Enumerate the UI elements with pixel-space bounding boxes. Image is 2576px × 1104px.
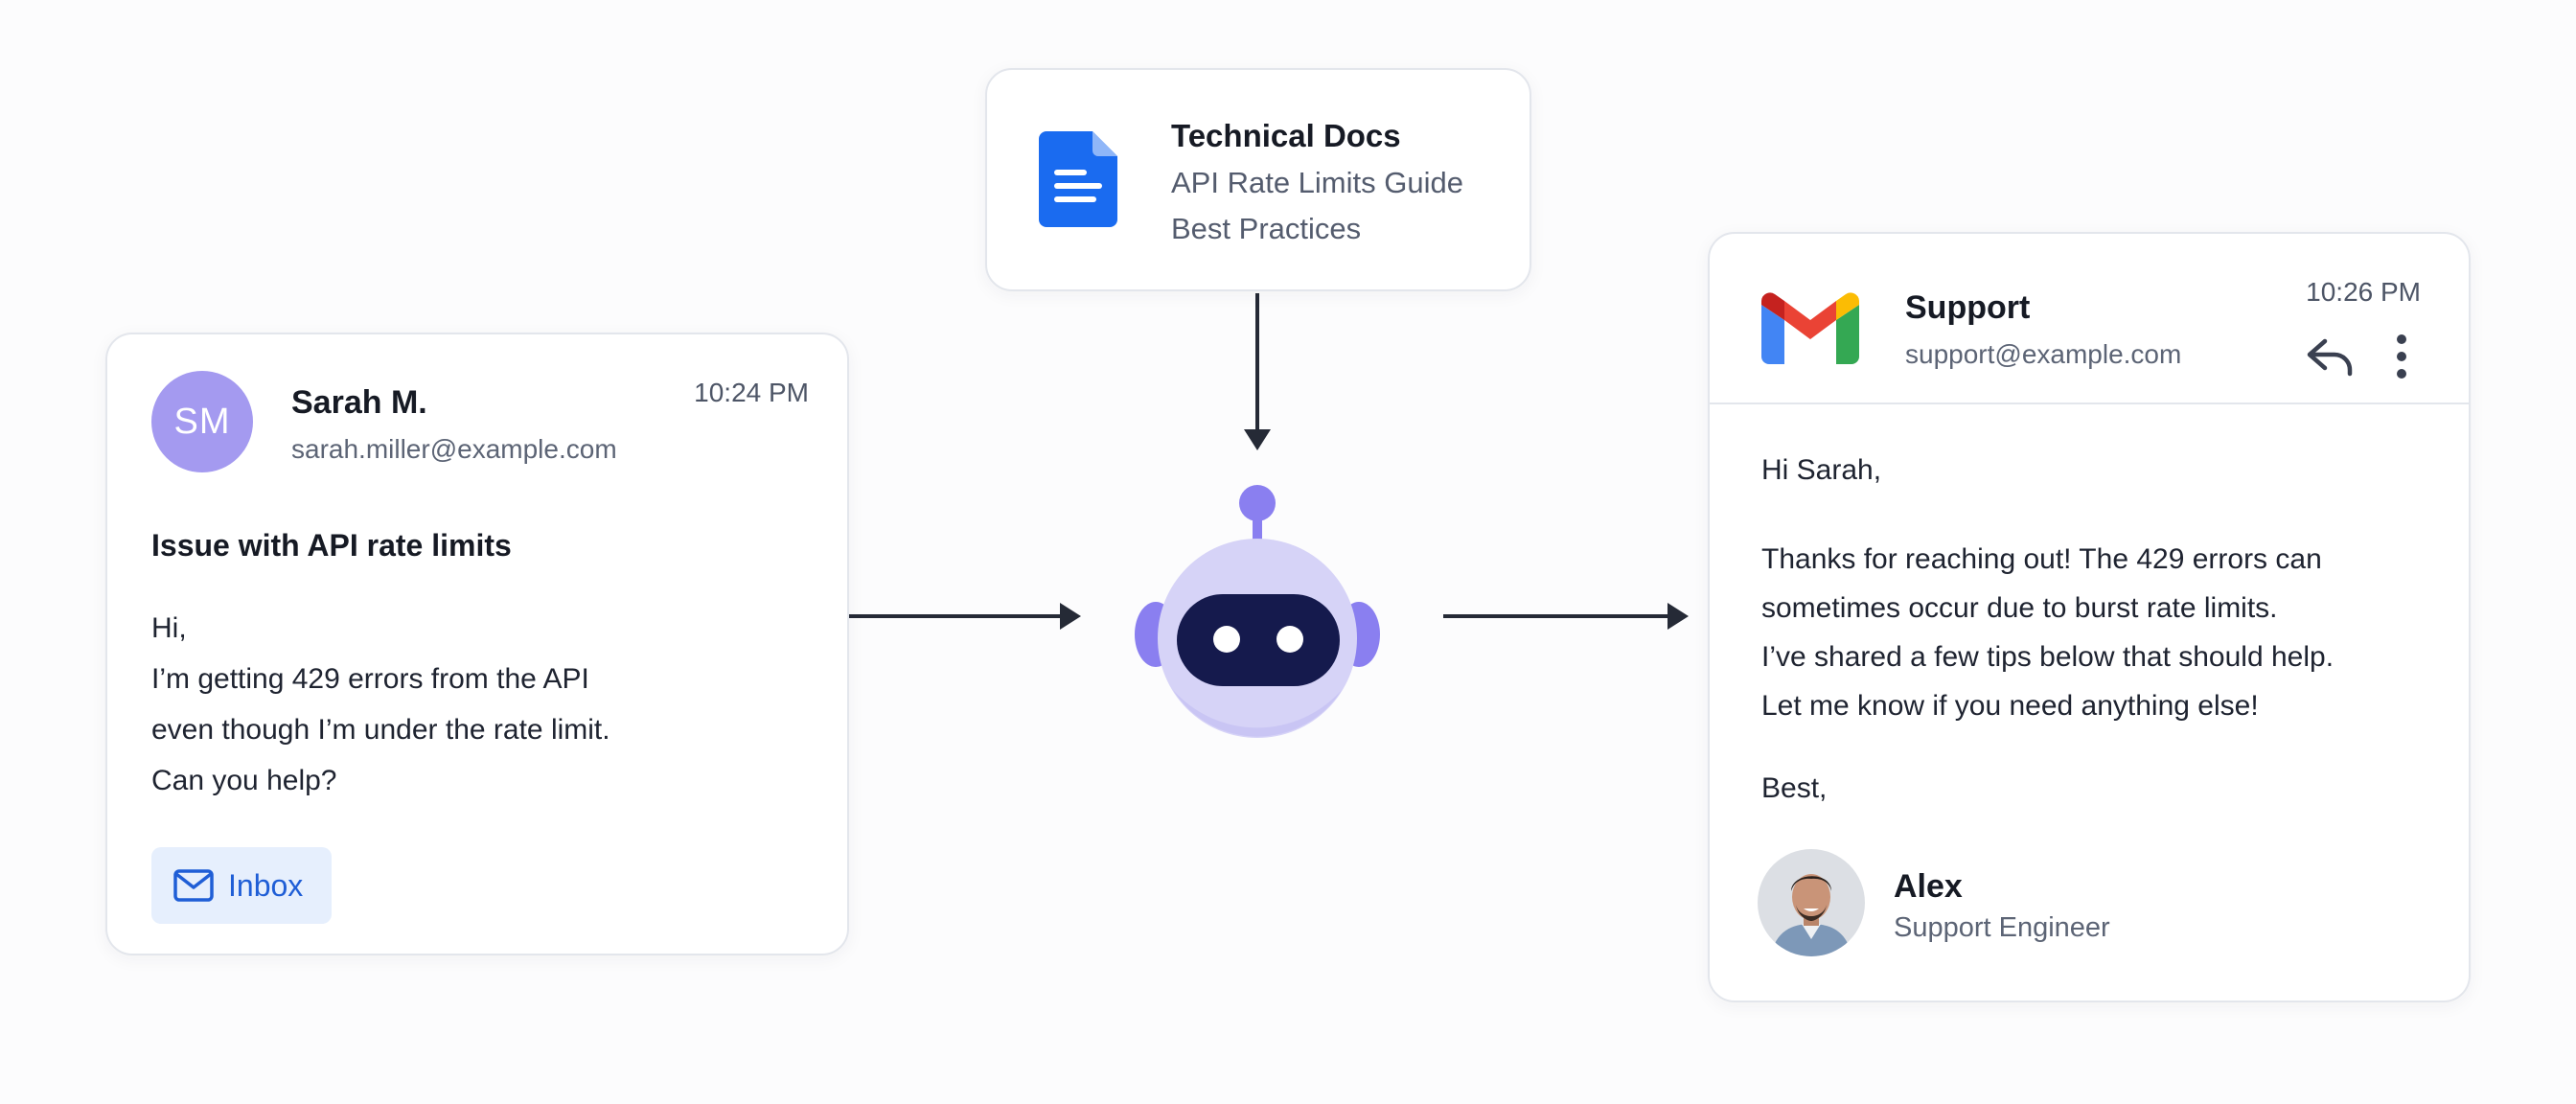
incoming-email-card[interactable]: SM Sarah M. sarah.miller@example.com 10:…: [105, 333, 849, 955]
arrow-email-to-agent: [849, 603, 1081, 630]
email-body-line: I’m getting 429 errors from the API: [151, 663, 589, 695]
document-icon: [1039, 131, 1117, 227]
docs-title: Technical Docs: [1171, 118, 1401, 153]
signature-name: Alex: [1894, 868, 1963, 905]
email-body: Hi, I’m getting 429 errors from the API …: [151, 603, 610, 806]
reply-email-card[interactable]: Support support@example.com 10:26 PM Hi …: [1708, 232, 2471, 1002]
email-body-line: Can you help?: [151, 765, 337, 796]
signature-role: Support Engineer: [1894, 912, 2110, 943]
docs-item[interactable]: API Rate Limits Guide: [1171, 166, 1463, 199]
avatar: SM: [151, 371, 253, 472]
email-body-line: even though I’m under the rate limit.: [151, 714, 610, 746]
reply-body: Hi Sarah, Thanks for reaching out! The 4…: [1761, 447, 2334, 813]
inbox-label: Inbox: [228, 868, 304, 903]
sender-email: sarah.miller@example.com: [291, 434, 617, 464]
reply-body-line: sometimes occur due to burst rate limits…: [1761, 592, 2278, 624]
reply-icon[interactable]: [2306, 335, 2354, 378]
inbox-label-chip[interactable]: Inbox: [151, 847, 332, 924]
reply-time: 10:26 PM: [2306, 277, 2421, 307]
reply-greeting: Hi Sarah,: [1761, 454, 1882, 486]
reply-body-line: Let me know if you need anything else!: [1761, 690, 2259, 722]
reply-sender-name: Support: [1905, 289, 2031, 326]
robot-icon: [1135, 485, 1380, 738]
signature-avatar: [1758, 849, 1865, 956]
arrow-agent-to-reply: [1443, 603, 1689, 630]
reply-sender-email: support@example.com: [1905, 339, 2182, 369]
docs-item[interactable]: Best Practices: [1171, 212, 1362, 245]
email-body-line: Hi,: [151, 612, 187, 644]
reply-closing: Best,: [1761, 772, 1828, 804]
email-subject: Issue with API rate limits: [151, 528, 512, 563]
more-vertical-icon[interactable]: [2394, 334, 2409, 380]
gmail-icon: [1761, 292, 1859, 364]
arrow-docs-to-agent: [1244, 293, 1271, 450]
reply-header: Support support@example.com 10:26 PM: [1710, 234, 2469, 404]
reply-body-line: Thanks for reaching out! The 429 errors …: [1761, 543, 2322, 575]
sender-name: Sarah M.: [291, 384, 427, 421]
email-time: 10:24 PM: [694, 378, 809, 407]
technical-docs-card[interactable]: Technical Docs API Rate Limits Guide Bes…: [985, 68, 1531, 291]
reply-body-line: I’ve shared a few tips below that should…: [1761, 641, 2334, 673]
mail-icon: [173, 869, 214, 902]
reply-paragraph: Thanks for reaching out! The 429 errors …: [1761, 535, 2334, 730]
